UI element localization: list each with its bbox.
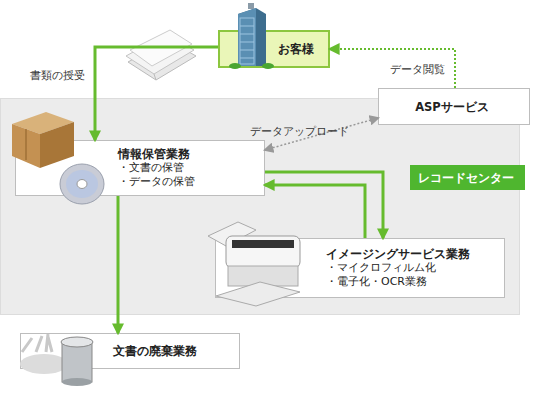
node-heading: お客様 (278, 42, 314, 56)
service-box: ASPサービス (378, 88, 530, 125)
node-heading: 文書の廃棄業務 (113, 344, 197, 358)
node-heading: イメージングサービス業務 (326, 247, 470, 261)
center-label-box: レコードセンター (410, 165, 525, 190)
node-item: ・データの保管 (118, 175, 195, 189)
building-icon (229, 3, 274, 69)
edge-label: データアップロード (250, 124, 349, 139)
flow-arrow (95, 47, 218, 140)
node-item: ・電子化・OCR業務 (326, 275, 427, 289)
paper-stack (126, 30, 196, 80)
scanner-device (208, 222, 300, 306)
node-heading: レコードセンター (418, 171, 514, 185)
flow-arrow (117, 196, 120, 333)
cardboard-box (12, 112, 74, 168)
flow-arrow (265, 185, 365, 238)
node-heading: ASPサービス (415, 100, 489, 114)
shredder-bin (20, 334, 93, 386)
node-heading: 情報保管業務 (118, 147, 190, 161)
customer-box: お客様 (218, 30, 330, 68)
edge-label: 書類の授受 (30, 68, 85, 83)
edge-label: データ閲覧 (390, 62, 445, 77)
node-item: ・文書の保管 (118, 161, 184, 175)
flow-arrow (265, 172, 383, 238)
cd-disc (60, 164, 104, 204)
node-item: ・マイクロフィルム化 (326, 261, 436, 275)
flow-arrow (330, 49, 455, 88)
